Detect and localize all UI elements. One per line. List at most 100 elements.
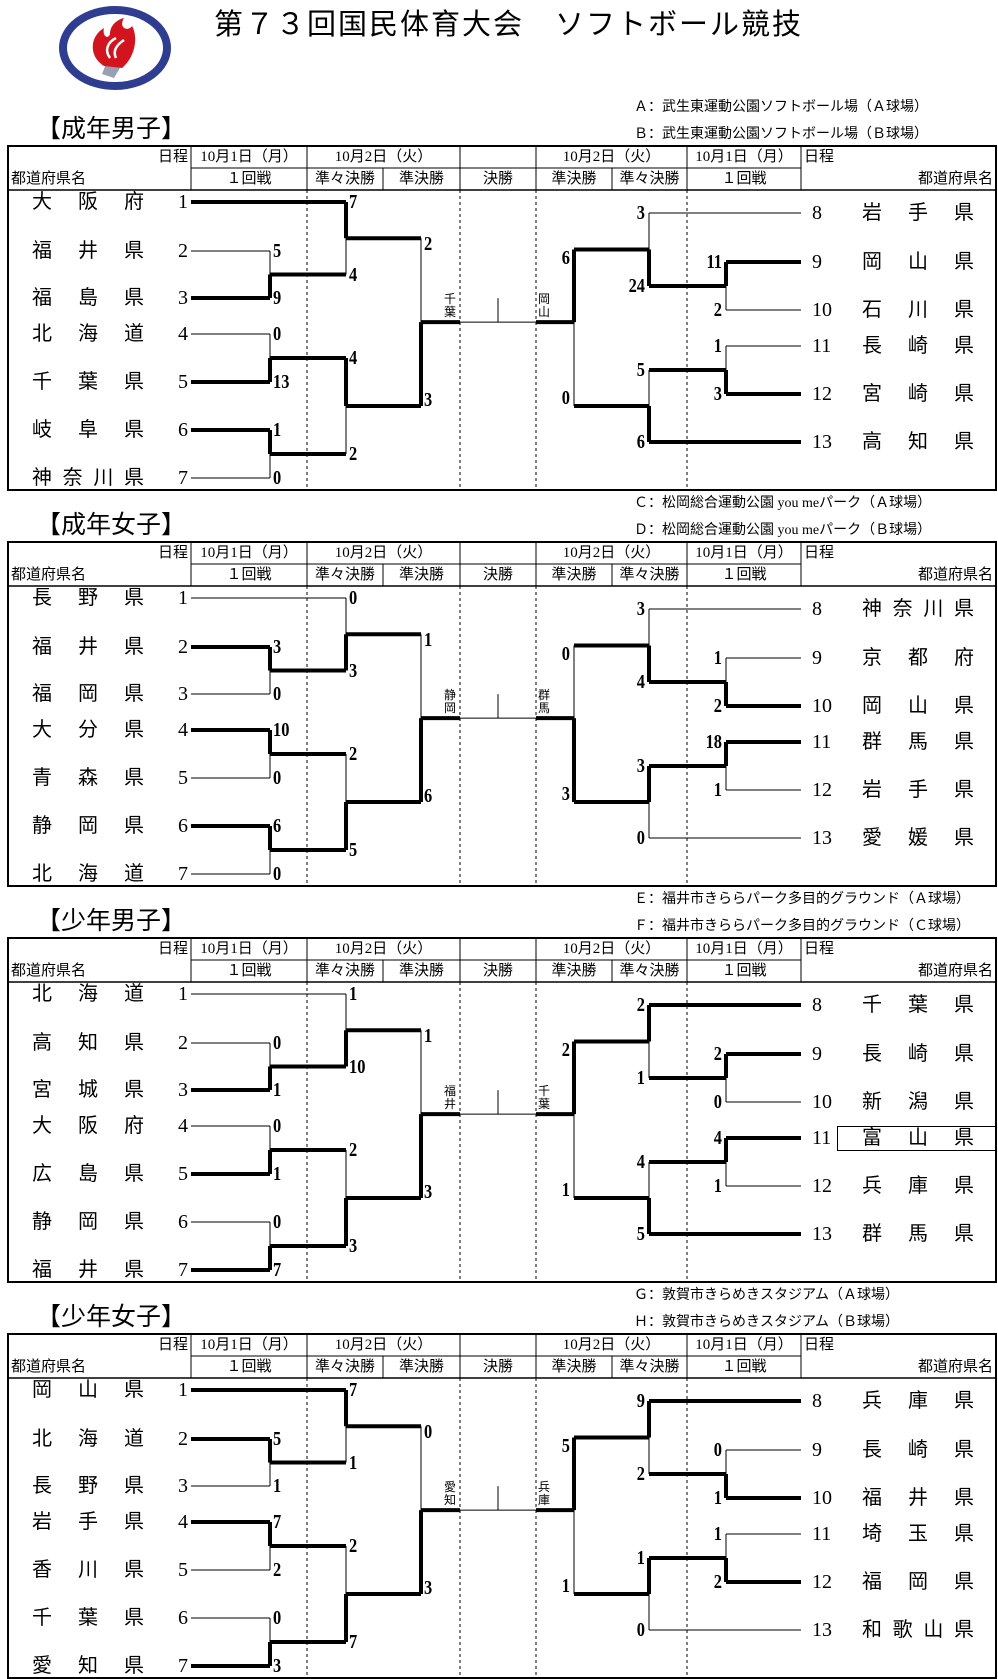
bracket-lines <box>7 937 997 1283</box>
team-name: 群馬県 <box>862 1222 974 1246</box>
round-label: 決勝 <box>482 963 513 979</box>
score-label: 3 <box>349 1235 358 1257</box>
table-border <box>7 145 997 491</box>
team-number: 6 <box>178 1211 188 1233</box>
score-label: 2 <box>713 299 722 321</box>
date-label: 10月1日（月） <box>200 545 298 561</box>
team-number: 6 <box>178 1607 188 1629</box>
team-name: 京都府 <box>862 646 974 670</box>
team-number: 13 <box>812 1619 832 1641</box>
round-label: 準々決勝 <box>619 963 680 979</box>
venue-line: Ｂ：武生東運動公園ソフトボール場（Ｂ球場） <box>634 127 928 142</box>
team-number: 8 <box>812 202 822 224</box>
team-name: 富山県 <box>862 1126 974 1150</box>
score-label: 3 <box>424 1577 433 1599</box>
score-label: 1 <box>713 1523 722 1545</box>
bracket-lines <box>7 145 997 491</box>
section-title: 【少年女子】 <box>36 1304 187 1331</box>
team-number: 12 <box>812 1571 832 1593</box>
team-number: 12 <box>812 779 832 801</box>
finalist-left: 千葉 <box>443 292 456 320</box>
score-label: 1 <box>273 419 282 441</box>
score-label: 5 <box>561 1434 570 1457</box>
score-label: 5 <box>636 359 645 381</box>
team-number: 13 <box>812 1223 832 1245</box>
team-name: 広島県 <box>32 1162 144 1186</box>
score-label: 7 <box>273 1259 282 1281</box>
score-label: 0 <box>424 1421 433 1444</box>
venue-line: Ｃ：松岡総合運動公園 you meパーク（Ａ球場） <box>634 496 932 511</box>
team-name-text: 岩手県 <box>862 202 974 224</box>
team-name-text: 兵庫県 <box>862 1175 974 1197</box>
date-label: 10月1日（月） <box>695 545 793 561</box>
team-name-text: 群馬県 <box>862 1223 974 1245</box>
team-name-text: 岩手県 <box>862 779 974 801</box>
score-label: 0 <box>273 863 282 885</box>
finalist-left: 愛知 <box>443 1480 456 1508</box>
round-label: 決勝 <box>482 171 513 187</box>
score-label: 1 <box>713 335 722 357</box>
round-label: 決勝 <box>482 567 513 583</box>
schedule-label: 日程 <box>804 1337 835 1353</box>
team-name: 兵庫県 <box>862 1389 974 1413</box>
team-number: 3 <box>178 683 188 705</box>
team-number: 4 <box>178 719 188 741</box>
score-label: 0 <box>273 1115 282 1137</box>
team-name-text: 愛知県 <box>32 1655 144 1677</box>
team-number: 9 <box>812 1043 822 1065</box>
team-number: 11 <box>812 335 832 357</box>
bracket-section: 【少年女子】Ｇ：敦賀市きらめきスタジアム（Ａ球場）Ｈ：敦賀市きらめきスタジアム（… <box>0 1288 998 1679</box>
date-label: 10月1日（月） <box>695 149 793 165</box>
score-label: 1 <box>424 629 433 652</box>
score-label: 3 <box>424 389 433 411</box>
team-number: 6 <box>178 419 188 441</box>
prefecture-label: 都道府県名 <box>917 963 993 979</box>
round-label: １回戦 <box>226 567 272 583</box>
round-label: 準々決勝 <box>314 171 375 187</box>
team-name: 福井県 <box>862 1486 974 1510</box>
score-label: 2 <box>713 1571 722 1593</box>
team-name-text: 岡山県 <box>862 695 974 717</box>
round-label: １回戦 <box>226 963 272 979</box>
team-name: 新潟県 <box>862 1090 974 1114</box>
score-label: 1 <box>273 1079 282 1101</box>
score-label: 0 <box>713 1091 722 1113</box>
venue-line: Ａ：武生東運動公園ソフトボール場（Ａ球場） <box>634 100 928 115</box>
team-name: 千葉県 <box>32 1606 144 1630</box>
team-name: 福岡県 <box>32 682 144 706</box>
date-label: 10月1日（月） <box>695 1337 793 1353</box>
team-number: 7 <box>178 863 188 885</box>
venue-line: Ｆ：福井市きららパーク多目的グラウンド（Ｃ球場） <box>634 919 970 934</box>
team-name: 長野県 <box>32 586 144 610</box>
team-name-text: 岐阜県 <box>32 419 144 441</box>
team-name: 長崎県 <box>862 334 974 358</box>
team-number: 5 <box>178 371 188 393</box>
team-name-text: 香川県 <box>32 1559 144 1581</box>
team-name: 岡山県 <box>32 1378 144 1402</box>
team-name: 愛媛県 <box>862 826 974 850</box>
score-label: 1 <box>713 647 722 669</box>
date-label: 10月2日（火） <box>562 545 661 561</box>
team-name-text: 京都府 <box>862 647 974 669</box>
team-number: 2 <box>178 1428 188 1450</box>
team-name: 大分県 <box>32 718 144 742</box>
team-name-text: 千葉県 <box>32 1607 144 1629</box>
team-name-text: 福岡県 <box>862 1571 974 1593</box>
score-label: 2 <box>349 743 358 765</box>
team-name: 北海道 <box>32 1427 144 1451</box>
team-number: 12 <box>812 1175 832 1197</box>
score-label: 1 <box>561 1179 570 1201</box>
team-name-text: 富山県 <box>862 1127 974 1149</box>
bracket-section: 【成年男子】Ａ：武生東運動公園ソフトボール場（Ａ球場）Ｂ：武生東運動公園ソフトボ… <box>0 100 998 491</box>
team-name: 高知県 <box>32 1031 144 1055</box>
schedule-label: 日程 <box>157 941 188 957</box>
score-label: 2 <box>349 1139 358 1161</box>
team-name-text: 愛媛県 <box>862 827 974 849</box>
team-name-text: 北海道 <box>32 863 144 885</box>
score-label: 3 <box>273 1655 282 1677</box>
score-label: 0 <box>273 467 282 489</box>
team-number: 5 <box>178 1559 188 1581</box>
score-label: 10 <box>273 719 290 741</box>
date-label: 10月2日（火） <box>334 1337 433 1353</box>
team-name-text: 神奈川県 <box>32 467 144 489</box>
